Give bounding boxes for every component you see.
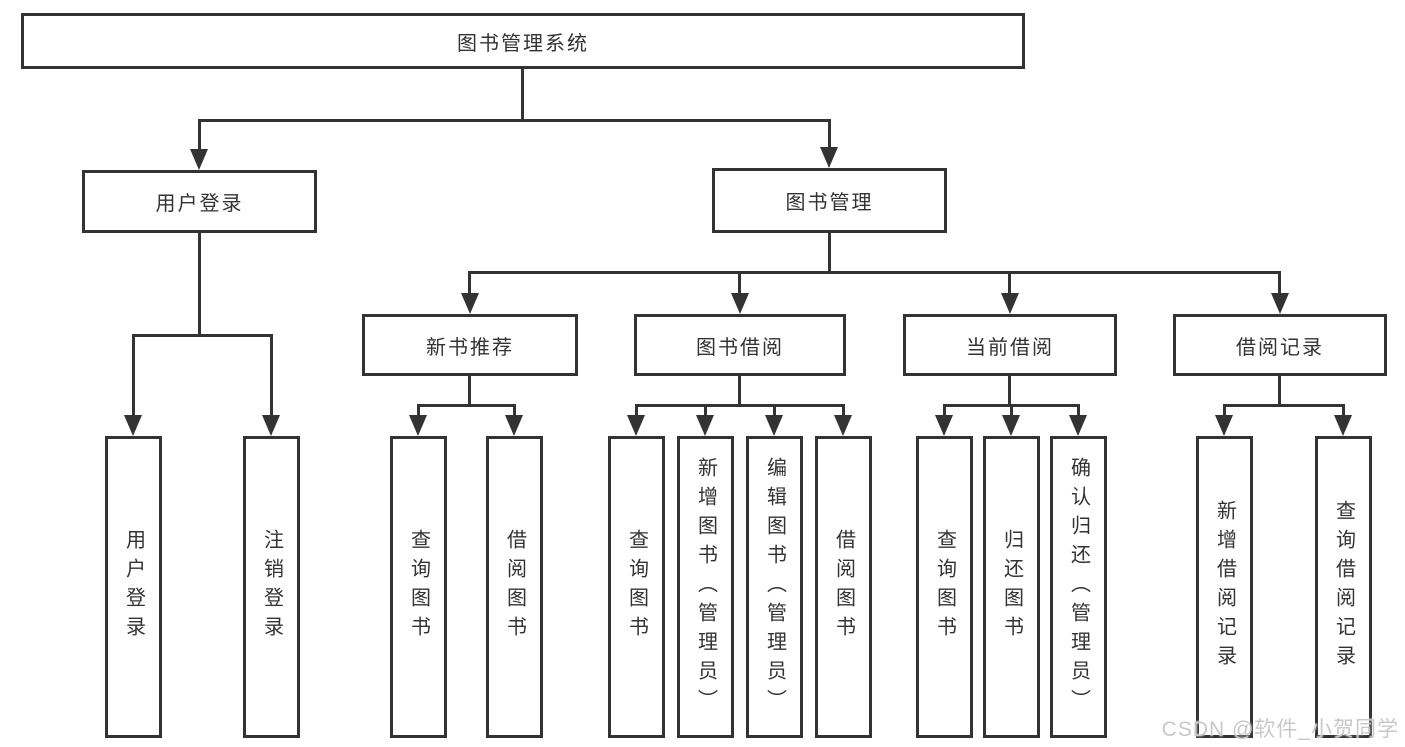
node-root: 图书管理系统	[21, 13, 1025, 69]
leaf-logout-label: 注销登录	[260, 529, 283, 645]
line-segment	[738, 271, 741, 295]
node-user-login-label: 用户登录	[155, 193, 244, 215]
arrowhead-icon	[731, 293, 749, 314]
line-segment	[468, 271, 1281, 274]
line-segment	[417, 404, 420, 417]
node-new-book-recommend-label: 新书推荐	[426, 336, 514, 359]
arrowhead-icon	[190, 149, 208, 170]
node-book-borrow: 图书借阅	[634, 314, 846, 376]
line-segment	[1342, 404, 1345, 417]
leaf-borrow-borrow-books: 借阅图书	[815, 436, 872, 738]
leaf-user-login-label: 用户登录	[122, 529, 145, 645]
line-segment	[943, 404, 946, 417]
line-segment	[842, 404, 845, 417]
leaf-records-add-record-label: 新增借阅记录	[1213, 500, 1236, 674]
node-root-label: 图书管理系统	[457, 32, 589, 55]
line-segment	[828, 119, 831, 149]
leaf-borrow-edit-books-admin: 编辑图书（管理员）	[746, 436, 803, 738]
leaf-borrow-edit-books-admin-label: 编辑图书（管理员）	[763, 456, 786, 718]
line-segment	[270, 334, 273, 416]
line-segment	[521, 69, 524, 121]
arrowhead-icon	[765, 415, 783, 436]
leaf-borrow-query-books-label: 查询图书	[625, 529, 648, 645]
line-segment	[1278, 271, 1281, 295]
line-segment	[704, 404, 707, 417]
node-book-management: 图书管理	[712, 168, 947, 233]
leaf-borrow-add-books-admin: 新增图书（管理员）	[677, 436, 734, 738]
leaf-user-login: 用户登录	[105, 436, 162, 738]
line-segment	[417, 404, 516, 407]
arrowhead-icon	[820, 147, 838, 168]
line-segment	[468, 376, 471, 406]
leaf-current-confirm-return-admin-label: 确认归还（管理员）	[1067, 456, 1090, 718]
line-segment	[513, 404, 516, 417]
arrowhead-icon	[461, 293, 479, 314]
csdn-watermark: CSDN @软件_小贺同学	[1161, 718, 1399, 741]
line-segment	[1008, 376, 1011, 406]
arrowhead-icon	[1215, 415, 1233, 436]
leaf-current-query-books-label: 查询图书	[933, 529, 956, 645]
line-segment	[198, 233, 201, 336]
line-segment	[1077, 404, 1080, 417]
arrowhead-icon	[627, 415, 645, 436]
line-segment	[468, 271, 471, 295]
line-segment	[132, 334, 273, 337]
arrowhead-icon	[834, 415, 852, 436]
leaf-borrow-add-books-admin-label: 新增图书（管理员）	[694, 456, 717, 718]
arrowhead-icon	[935, 415, 953, 436]
line-segment	[1223, 404, 1344, 407]
leaf-newbooks-borrow-books: 借阅图书	[486, 436, 543, 738]
line-segment	[1010, 404, 1013, 417]
arrowhead-icon	[1002, 415, 1020, 436]
line-segment	[1278, 376, 1281, 406]
leaf-records-add-record: 新增借阅记录	[1196, 436, 1253, 738]
node-book-borrow-label: 图书借阅	[696, 336, 784, 359]
leaf-current-return-books: 归还图书	[983, 436, 1040, 738]
line-segment	[132, 334, 135, 416]
line-segment	[198, 119, 201, 151]
line-segment	[1008, 271, 1011, 295]
node-current-borrow: 当前借阅	[903, 314, 1117, 376]
arrowhead-icon	[696, 415, 714, 436]
leaf-current-confirm-return-admin: 确认归还（管理员）	[1050, 436, 1107, 738]
leaf-newbooks-borrow-books-label: 借阅图书	[503, 529, 526, 645]
leaf-records-query-record: 查询借阅记录	[1315, 436, 1372, 738]
leaf-borrow-query-books: 查询图书	[608, 436, 665, 738]
leaf-newbooks-query-books: 查询图书	[390, 436, 447, 738]
line-segment	[773, 404, 776, 417]
arrowhead-icon	[262, 415, 280, 436]
arrowhead-icon	[1271, 293, 1289, 314]
arrowhead-icon	[1334, 415, 1352, 436]
arrowhead-icon	[1001, 293, 1019, 314]
leaf-current-return-books-label: 归还图书	[1000, 529, 1023, 645]
leaf-current-query-books: 查询图书	[916, 436, 973, 738]
node-book-management-label: 图书管理	[785, 192, 874, 214]
arrowhead-icon	[1069, 415, 1087, 436]
line-segment	[738, 376, 741, 406]
line-segment	[635, 404, 638, 417]
arrowhead-icon	[409, 415, 427, 436]
line-segment	[1223, 404, 1226, 417]
arrowhead-icon	[505, 415, 523, 436]
line-segment	[828, 233, 831, 274]
node-borrow-records-label: 借阅记录	[1236, 336, 1324, 359]
leaf-records-query-record-label: 查询借阅记录	[1332, 500, 1355, 674]
node-current-borrow-label: 当前借阅	[966, 336, 1054, 359]
arrowhead-icon	[124, 415, 142, 436]
node-borrow-records: 借阅记录	[1173, 314, 1387, 376]
node-user-login: 用户登录	[82, 170, 317, 233]
leaf-newbooks-query-books-label: 查询图书	[407, 529, 430, 645]
line-segment	[198, 119, 831, 122]
line-segment	[635, 404, 845, 407]
leaf-logout: 注销登录	[243, 436, 300, 738]
leaf-borrow-borrow-books-label: 借阅图书	[832, 529, 855, 645]
node-new-book-recommend: 新书推荐	[362, 314, 578, 376]
